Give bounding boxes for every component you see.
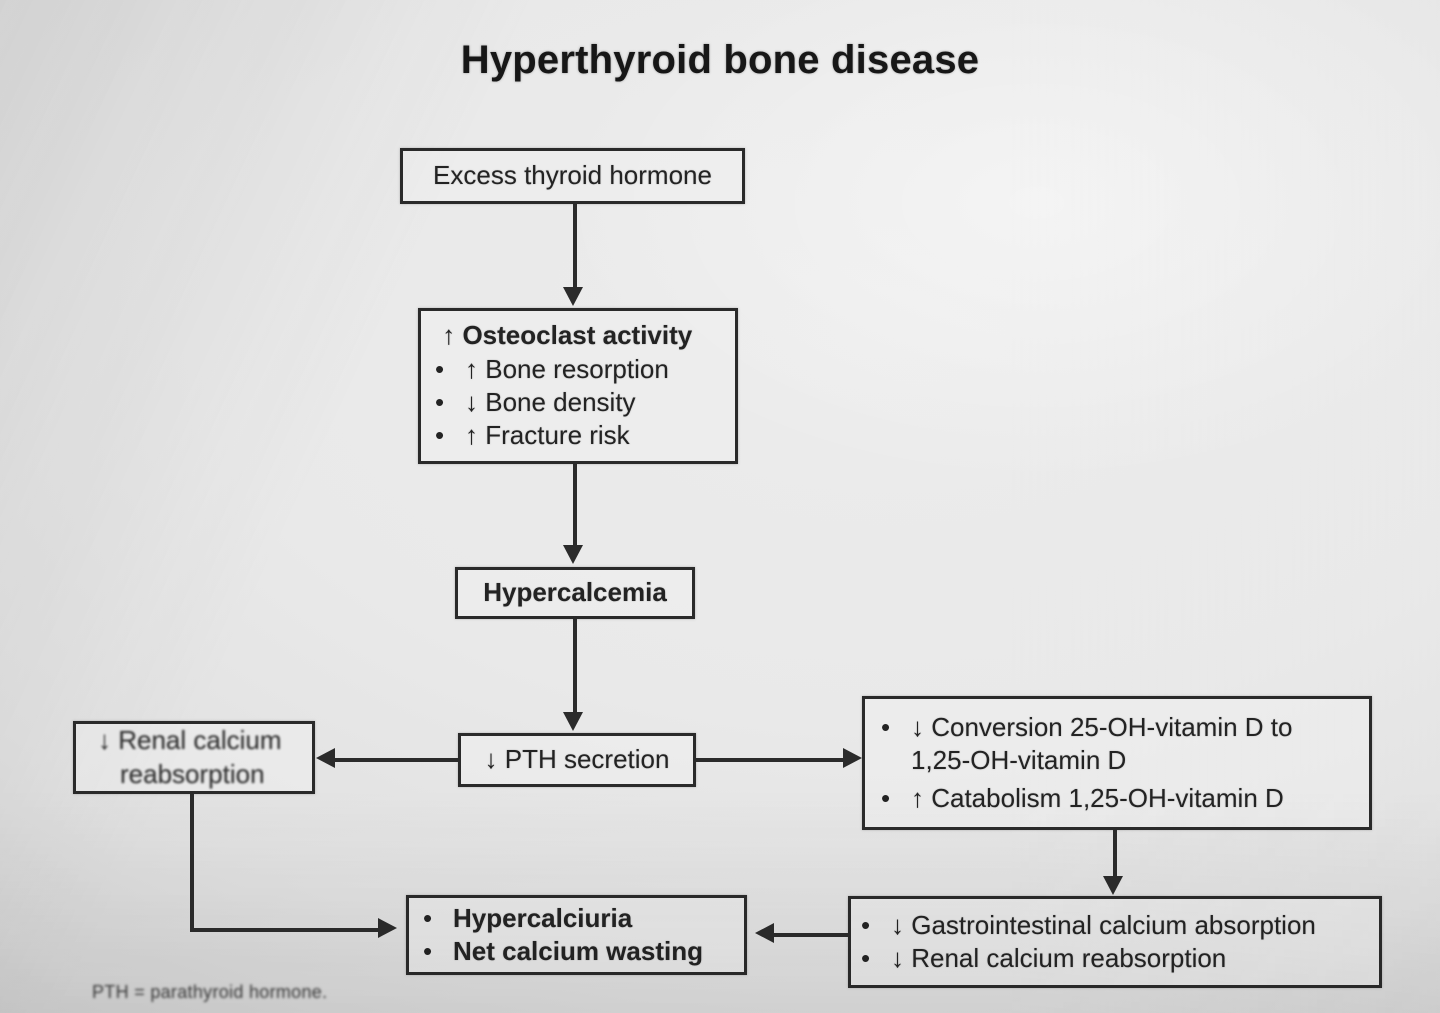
- node-renal-calcium-reabsorption[interactable]: ↓ Renal calcium reabsorption: [73, 721, 315, 794]
- node-pth-secretion[interactable]: ↓ PTH secretion: [458, 733, 696, 787]
- node-vitamin-d-metabolism[interactable]: • ↓ Conversion 25-OH-vitamin D to 1,25-O…: [862, 696, 1372, 830]
- bullet-icon: •: [435, 353, 445, 384]
- list-item: • ↑ Bone resorption: [435, 353, 723, 386]
- connector-pth-to-renal-calcium: [333, 758, 458, 762]
- list-item: • ↓ Renal calcium reabsorption: [861, 942, 1367, 975]
- node-heading-text: ↑ Osteoclast activity: [442, 320, 693, 351]
- node-label: Hypercalcemia: [483, 577, 667, 608]
- node-label-line-1: ↓ Renal calcium: [98, 725, 282, 756]
- bullet-icon: •: [861, 943, 871, 973]
- list-item-label: ↓ Gastrointestinal calcium absorption: [891, 909, 1316, 940]
- list-item: • ↑ Catabolism 1,25-OH-vitamin D: [881, 782, 1357, 815]
- list-item-label: ↑ Fracture risk: [465, 420, 630, 451]
- arrowhead-right-icon: [843, 748, 862, 768]
- connector-osteoclast-to-hypercalcemia: [573, 464, 577, 547]
- list-item-label: ↓ Bone density: [465, 387, 636, 417]
- page-title: Hyperthyroid bone disease: [460, 38, 980, 82]
- arrowhead-left-icon: [755, 923, 774, 943]
- node-excess-thyroid-hormone[interactable]: Excess thyroid hormone: [400, 148, 745, 204]
- node-heading: ↑ Osteoclast activity: [435, 319, 723, 352]
- bullet-icon: •: [423, 936, 433, 966]
- connector-pth-to-vitamin-d: [696, 758, 844, 762]
- connector-hypercalcemia-to-pth: [573, 619, 577, 714]
- list-item: • Net calcium wasting: [423, 935, 732, 968]
- bullet-icon: •: [423, 902, 433, 933]
- node-label-line-2: reabsorption: [120, 758, 265, 789]
- footnote-abbreviation: PTH = parathyroid hormone.: [92, 982, 328, 1002]
- list-item-label: Hypercalciuria: [453, 902, 633, 933]
- node-hypercalcemia[interactable]: Hypercalcemia: [455, 567, 695, 619]
- bullet-icon: •: [435, 387, 445, 417]
- connector-renal-calcium-down-segment: [190, 794, 194, 932]
- node-label: Excess thyroid hormone: [433, 160, 712, 191]
- bullet-icon: •: [435, 420, 445, 451]
- list-item-label: ↓ Renal calcium reabsorption: [891, 943, 1227, 973]
- connector-vitamin-d-to-gi-renal: [1113, 830, 1117, 880]
- list-item: • ↑ Fracture risk: [435, 419, 723, 452]
- list-item-label: Net calcium wasting: [453, 936, 703, 966]
- bullet-icon: •: [881, 782, 891, 813]
- list-item-label: ↑ Catabolism 1,25-OH-vitamin D: [911, 782, 1284, 813]
- arrowhead-down-icon: [563, 712, 583, 731]
- connector-renal-calcium-right-segment: [190, 928, 380, 932]
- node-osteoclast-activity[interactable]: ↑ Osteoclast activity • ↑ Bone resorptio…: [418, 308, 738, 464]
- list-item: • ↓ Conversion 25-OH-vitamin D to 1,25-O…: [881, 711, 1357, 778]
- bullet-icon: •: [881, 712, 891, 743]
- list-item: • Hypercalciuria: [423, 902, 732, 935]
- arrowhead-down-icon: [563, 287, 583, 306]
- connector-gi-renal-to-hypercalciuria: [772, 933, 850, 937]
- bullet-icon: •: [861, 909, 871, 940]
- node-label: ↓ PTH secretion: [484, 744, 670, 775]
- arrowhead-right-icon: [378, 918, 397, 938]
- node-gi-renal-calcium[interactable]: • ↓ Gastrointestinal calcium absorption …: [848, 896, 1382, 988]
- list-item-label: ↑ Bone resorption: [465, 353, 669, 384]
- list-item: • ↓ Gastrointestinal calcium absorption: [861, 909, 1367, 942]
- list-item: • ↓ Bone density: [435, 386, 723, 419]
- node-hypercalciuria[interactable]: • Hypercalciuria • Net calcium wasting: [406, 895, 747, 975]
- arrowhead-left-icon: [316, 748, 335, 768]
- arrowhead-down-icon: [1103, 876, 1123, 895]
- connector-hormone-to-osteoclast: [573, 204, 577, 289]
- list-item-label: ↓ Conversion 25-OH-vitamin D to 1,25-OH-…: [911, 712, 1293, 776]
- arrowhead-down-icon: [563, 545, 583, 564]
